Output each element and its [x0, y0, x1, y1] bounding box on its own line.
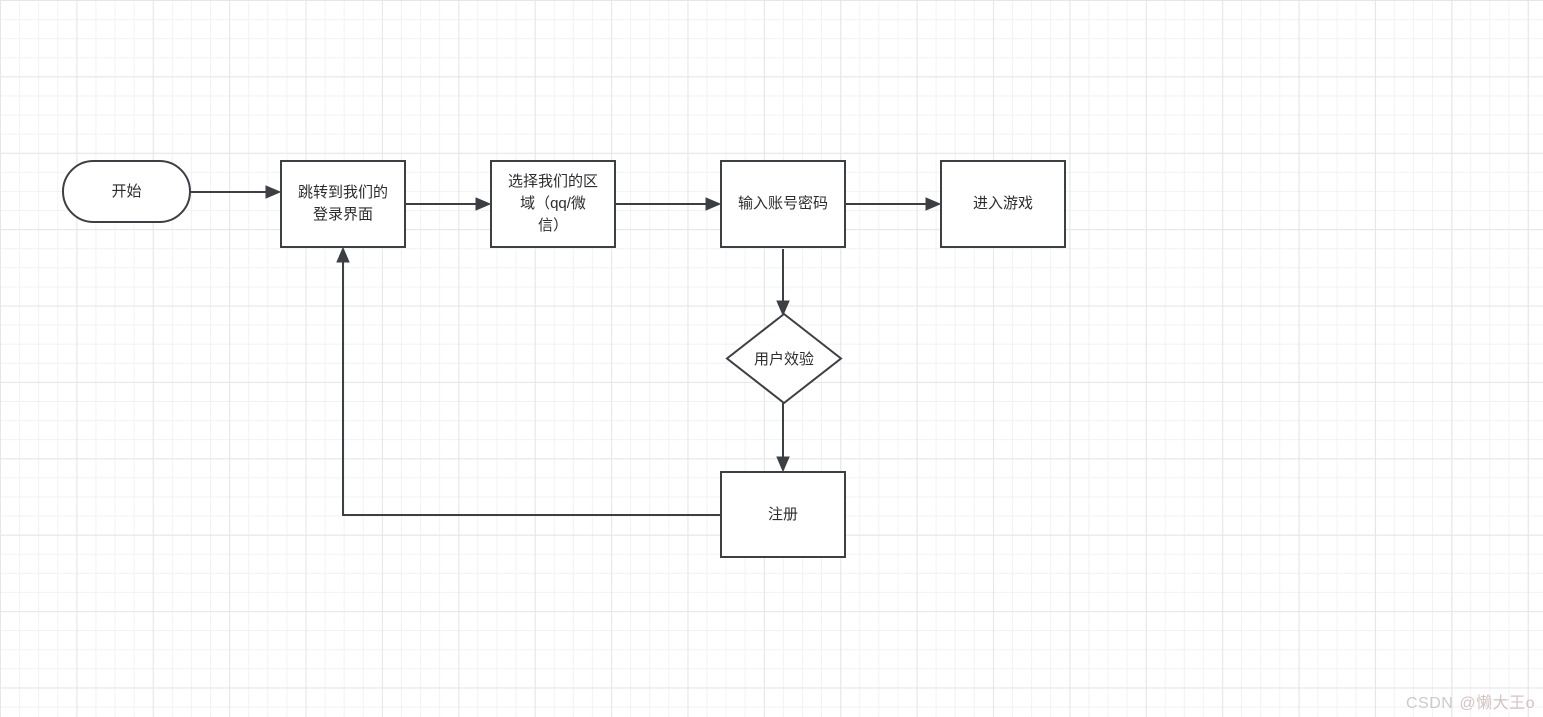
flow-node-jump-login[interactable]: 跳转到我们的 登录界面	[280, 160, 406, 248]
flow-node-label: 跳转到我们的 登录界面	[297, 184, 388, 223]
arrowhead-icon	[265, 185, 282, 199]
edge-enter-to-game[interactable]	[846, 197, 942, 211]
flow-node-label: 开始	[111, 182, 142, 200]
edge-register-to-jump[interactable]	[336, 246, 720, 516]
arrowhead-icon	[925, 197, 942, 211]
flow-node-enter-game[interactable]: 进入游戏	[940, 160, 1066, 248]
edge-enter-to-validate[interactable]	[776, 249, 790, 317]
arrowhead-icon	[705, 197, 722, 211]
arrowhead-icon	[776, 456, 790, 473]
flow-node-user-validate-shape[interactable]	[725, 312, 843, 405]
flow-node-label: 输入账号密码	[737, 195, 828, 213]
watermark-prefix: CSDN	[1406, 695, 1454, 712]
flow-node-select-region[interactable]: 选择我们的区 域（qq/微 信）	[490, 160, 616, 248]
csdn-watermark: CSDN @懒大王o	[1406, 689, 1535, 713]
flow-node-label: 进入游戏	[972, 195, 1033, 213]
edge-jump-to-select[interactable]	[406, 197, 492, 211]
edge-select-to-enter[interactable]	[616, 197, 722, 211]
arrowhead-icon	[776, 300, 790, 317]
flow-node-enter-credentials[interactable]: 输入账号密码	[720, 160, 846, 248]
flow-node-label: 注册	[767, 505, 798, 523]
edge-validate-to-register[interactable]	[776, 403, 790, 473]
watermark-handle: @懒大王o	[1459, 695, 1535, 712]
flow-node-register[interactable]: 注册	[720, 471, 846, 558]
flow-node-label: 选择我们的区 域（qq/微 信）	[507, 173, 598, 234]
arrowhead-icon	[475, 197, 492, 211]
arrowhead-icon	[336, 246, 350, 263]
flow-node-start[interactable]: 开始	[62, 160, 191, 223]
edge-start-to-jump[interactable]	[191, 185, 282, 199]
